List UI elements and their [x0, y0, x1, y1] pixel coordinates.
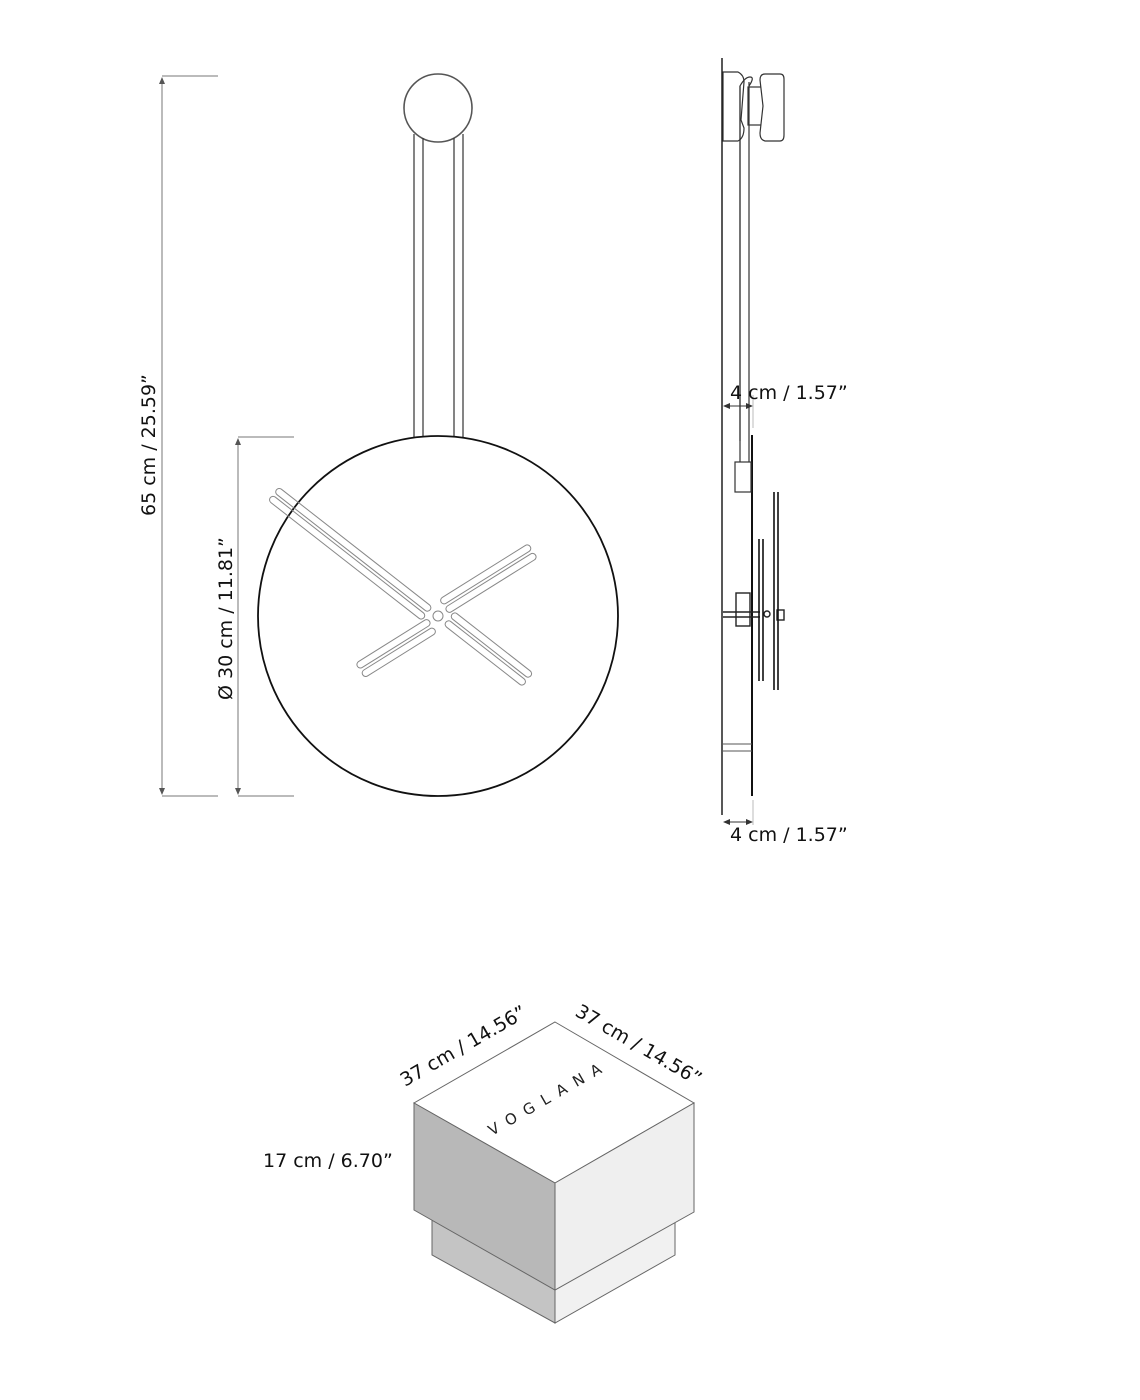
depth-top-dimension — [723, 395, 754, 428]
total-height-dimension — [159, 75, 218, 797]
clock-hands — [269, 487, 537, 686]
diameter-label: Ø 30 cm / 11.81” — [215, 537, 237, 700]
rod-profile — [739, 76, 753, 464]
wall-knob — [403, 73, 473, 143]
package-box — [412, 1021, 695, 1324]
front-view: 65 cm / 25.59” Ø 30 cm / 11.81” — [138, 73, 619, 797]
side-view: 4 cm / 1.57” 4 cm / 1.57” — [721, 58, 848, 846]
knob-profile — [722, 71, 785, 142]
depth-bottom-dimension — [723, 800, 754, 825]
movement-profile — [723, 592, 785, 627]
total-height-label: 65 cm / 25.59” — [138, 374, 160, 516]
hanging-rod — [413, 134, 464, 438]
hand-profiles — [758, 492, 779, 690]
depth-bottom-label: 4 cm / 1.57” — [730, 824, 848, 846]
clock-face — [257, 435, 619, 797]
package-height-label: 17 cm / 6.70” — [263, 1150, 393, 1172]
diameter-dimension — [235, 436, 294, 797]
depth-top-label: 4 cm / 1.57” — [730, 382, 848, 404]
box-right — [554, 1102, 695, 1291]
